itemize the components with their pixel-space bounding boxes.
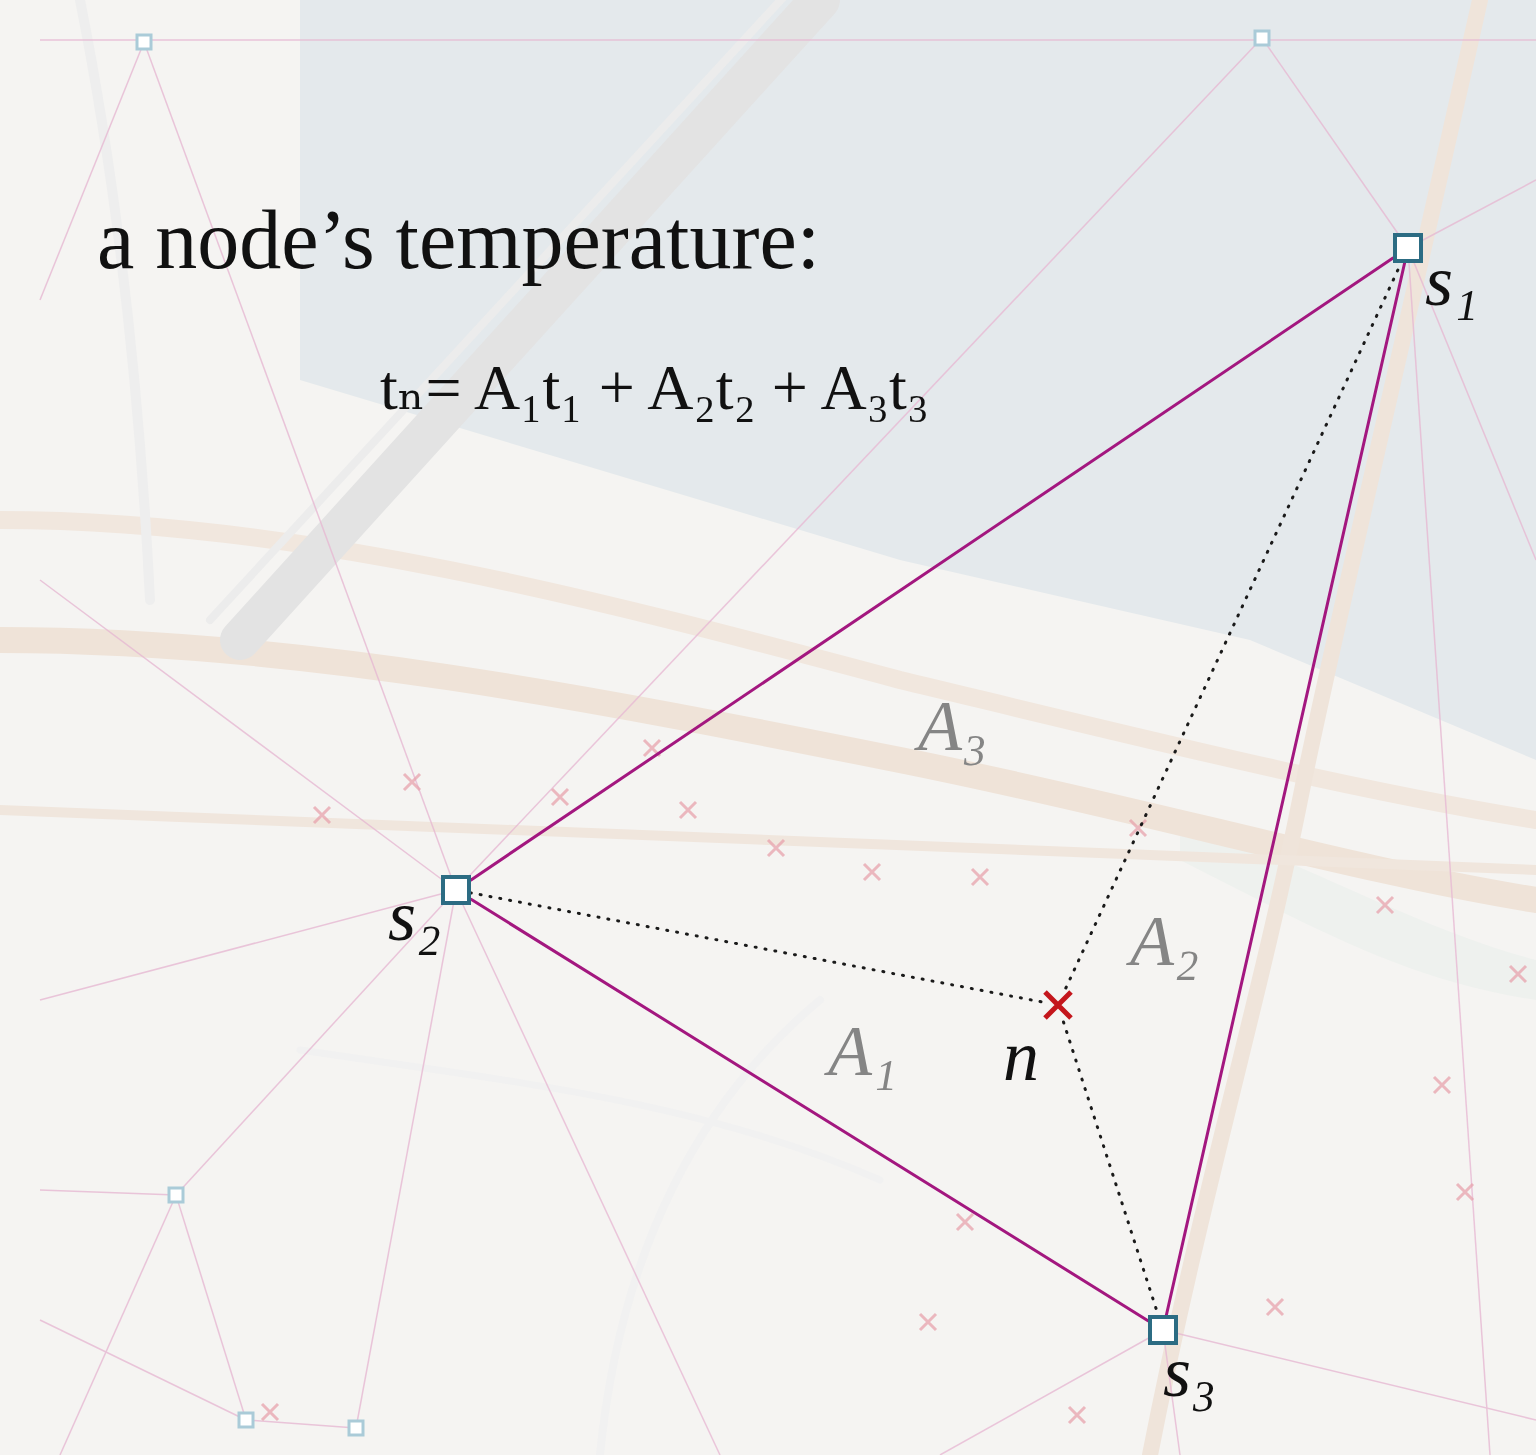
- formula-text: tₙ= A₁t₁ + A₂t₂ + A₃t₃: [380, 356, 929, 420]
- square-outline: [443, 877, 469, 903]
- sensor-node: s₃: [1148, 1315, 1178, 1345]
- dotted-connector: [471, 893, 1041, 1002]
- area-label: A₂: [1130, 905, 1199, 977]
- node-label: s₁: [1425, 245, 1478, 317]
- node-label: s₃: [1163, 1336, 1216, 1408]
- triangle-edge: [1166, 263, 1404, 1315]
- area-label: A₁: [828, 1015, 897, 1087]
- sensor-node: s₂: [441, 875, 471, 905]
- title-text: a node’s temperature:: [97, 198, 820, 282]
- mesh-lines: [40, 38, 1536, 1455]
- node-label: n: [1003, 1020, 1039, 1092]
- sensor-square: [441, 875, 471, 905]
- triangle-edge: [471, 258, 1393, 880]
- faint-node-marks: [262, 740, 1526, 1423]
- node-label: s₂: [388, 880, 441, 952]
- dotted-connector: [1066, 263, 1401, 988]
- dotted-connector: [1063, 1022, 1158, 1315]
- triangle-edge: [471, 899, 1148, 1320]
- cross-mark: [1045, 992, 1071, 1018]
- sensor-node: s₁: [1393, 233, 1423, 263]
- area-label: A₃: [918, 690, 987, 762]
- grid-node: n: [1041, 988, 1075, 1022]
- river: [300, 0, 1536, 760]
- square-outline: [1395, 235, 1421, 261]
- node-cross: [1041, 988, 1075, 1022]
- sensor-square: [1393, 233, 1423, 263]
